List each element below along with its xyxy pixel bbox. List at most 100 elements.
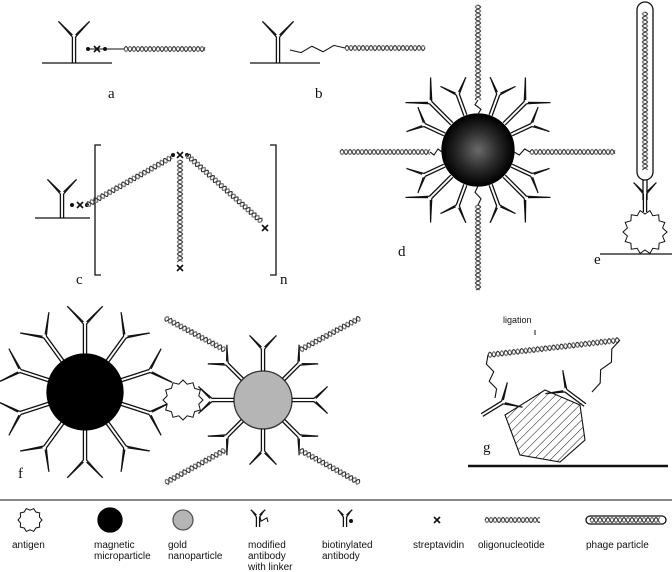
panel-f-magnetic-particle (46, 353, 124, 431)
panel-f-magnetic-antibody-1 (105, 312, 150, 363)
panel-d-antibody-l1-stem1 (424, 123, 446, 134)
panel-d-antibody-l2-stem2 (424, 166, 446, 177)
legend-phage-dna-icon-strand1 (589, 516, 661, 524)
panel-g-linker-left (485, 354, 498, 399)
legend-label-phage-0: phage particle (586, 540, 649, 551)
legend-gold-icon (172, 509, 194, 531)
panel-f-gold-particle (233, 370, 293, 430)
panel-label-g: g (483, 440, 491, 456)
panel-f-gold-antibody-5 (207, 418, 245, 456)
panel-d-dna-right-strand2 (529, 148, 616, 156)
panel-g-antibody-right-stem1 (566, 388, 587, 405)
panel-f-magnetic-antibody-1-arm0b (127, 332, 150, 337)
panel-f-magnetic-antibody-4-arm0b (120, 449, 126, 472)
panel-f-magnetic-antibody-6 (20, 421, 65, 472)
panel-label-e: e (594, 252, 601, 268)
panel-d-antibody-l2-arm0b (406, 167, 423, 175)
panel-label-f: f (18, 466, 23, 482)
panel-f-magnetic-antibody-1-stem1 (108, 337, 127, 363)
panel-d-antibody-l1 (406, 106, 446, 137)
panel-a-dna-strand2 (123, 45, 206, 53)
panel-d-antibody-b2 (488, 183, 516, 224)
panel-d-antibody-lr-stem2 (504, 174, 527, 197)
panel-d-antibody-r1 (510, 163, 550, 194)
legend-label-modified-1: antibody (248, 551, 286, 562)
panel-d-antibody-ul-stem2 (429, 103, 452, 126)
panel-e-antibody-arm1b (633, 182, 644, 193)
panel-g-antibody-left (480, 382, 523, 417)
panel-f-dna-ul (164, 315, 226, 353)
panel-f-gold-antibody-7-stem1 (227, 362, 245, 379)
panel-f-dna-ul-strand1 (164, 315, 226, 351)
panel-label-b: b (315, 86, 323, 102)
panel-f-dna-ll-strand2 (165, 449, 226, 485)
panel-d-antibody-b2-arm0b (489, 207, 498, 224)
panel-c-streptavidin-right-b (261, 224, 269, 232)
panel-d-antibody-t1-stem1 (491, 94, 501, 117)
panel-c-streptavidin-b (76, 201, 84, 209)
panel-d-dna-top-strand2 (474, 4, 482, 101)
panel-d-antibody-t2-stem1 (458, 93, 468, 115)
panel-f-magnetic-antibody-6-arm0b (20, 447, 43, 452)
panel-e-phage-dna (641, 11, 649, 171)
panel-d-dna-left-strand1 (339, 148, 431, 156)
panel-d-dna-bottom (474, 204, 482, 291)
panel-f-dna-ur (299, 315, 361, 353)
panel-d-antibody-t2-arm0b (458, 76, 467, 93)
panel-d-antibody-r2-stem1 (511, 125, 533, 137)
panel-f-magnetic-antibody-5-arm0b (66, 461, 84, 479)
legend-label-gold-1: nanoparticle (168, 551, 223, 562)
panel-d-antibody-ll-stem2 (431, 176, 454, 199)
panel-label-n: n (280, 272, 288, 288)
panel-c-dna-3-strand2 (186, 153, 263, 222)
legend-label-modified-2: with linker (247, 562, 293, 572)
panel-a-dna-strand1 (123, 45, 206, 53)
panel-f-magnetic-antibody-0 (66, 305, 104, 354)
legend-phage-dna-icon-strand2 (589, 516, 661, 524)
panel-d-linker-bottom (474, 185, 482, 206)
panel-b-dna (344, 44, 426, 52)
panel-f-magnetic-antibody-2-stem1 (121, 371, 151, 383)
panel-d-antibody-t2 (440, 76, 468, 117)
panel-e-phage-dna-strand2 (641, 11, 649, 171)
panel-f-magnetic-antibody-3-stem1 (120, 404, 150, 416)
panel-f-gold-antibody-0-arm1b (248, 334, 262, 348)
panel-f-magnetic-antibody-2 (120, 348, 173, 383)
panel-g-dna (487, 336, 620, 359)
panel-f-gold-antibody-6-arm0b (197, 385, 211, 399)
panel-c-antibody (46, 178, 78, 218)
panel-d-antibody-r2-arm0b (533, 125, 550, 133)
panel-f-magnetic-antibody-6-arm1b (44, 449, 50, 472)
panel-b-antibody (261, 20, 295, 63)
panel-b-dna-strand2 (344, 44, 426, 52)
panel-d-antibody-b2-stem1 (488, 185, 498, 207)
panel-b-antibody-arm1b (261, 20, 277, 36)
legend-streptavidin-icon (433, 516, 441, 524)
legend-biotinylated-antibody-icon-arm0b (346, 509, 353, 516)
panel-f-gold-antibody-4-arm0b (248, 452, 262, 466)
panel-f-magnetic-antibody-8-arm0b (8, 348, 20, 370)
panel-f-dna-ur-strand1 (299, 317, 361, 353)
panel-c-streptavidin (76, 201, 84, 209)
panel-f-magnetic-antibody-9-stem2 (43, 337, 62, 363)
panel-f-gold-antibody-1 (281, 344, 319, 382)
panel-d-antibody-l2-stem1 (423, 163, 445, 175)
panel-f-magnetic-antibody-7-arm1b (8, 414, 20, 436)
panel-d-antibody-t1 (488, 76, 516, 117)
panel-d-linker-left (429, 148, 443, 156)
panel-f-magnetic-antibody-9 (20, 312, 65, 363)
panel-c-streptavidin-bottom-b (176, 264, 184, 272)
legend-label-oligo-0: oligonucleotide (478, 540, 545, 551)
panel-f-magnetic-antibody-7 (0, 401, 50, 436)
panel-d-antibody-b2-arm1b (500, 206, 516, 215)
panel-d-dna-right-strand1 (529, 148, 616, 156)
legend-label-gold-0: gold (168, 540, 187, 551)
panel-f-gold-antibody-7 (207, 344, 245, 382)
panel-f-magnetic-antibody-8-arm1b (0, 371, 19, 383)
ligation-label: ligation (503, 315, 532, 325)
panel-f-gold-antibody-5-stem1 (225, 418, 242, 436)
panel-f-dna-ur-strand2 (299, 315, 361, 351)
legend-antigen-icon (17, 507, 43, 533)
panel-a-antibody (57, 20, 91, 63)
